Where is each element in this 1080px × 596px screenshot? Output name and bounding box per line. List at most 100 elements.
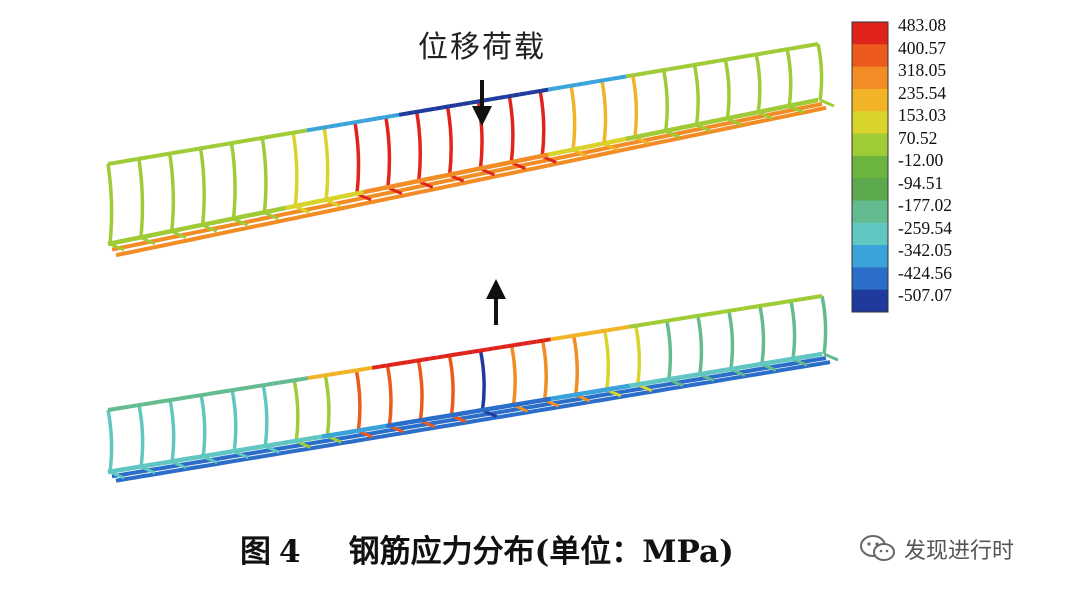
legend-value: -342.05 bbox=[898, 240, 952, 260]
stirrup bbox=[354, 370, 362, 432]
top-bar-segment bbox=[257, 382, 266, 389]
top-bar-segment bbox=[547, 86, 556, 92]
top-bar-segment bbox=[700, 312, 709, 318]
top-bar-segment bbox=[207, 390, 216, 397]
bottom-bar-segment bbox=[486, 406, 494, 412]
bottom-bar-segment bbox=[412, 178, 421, 185]
bottom-bar-segment bbox=[661, 128, 670, 134]
top-bar-segment bbox=[370, 116, 379, 122]
top-bar-segment bbox=[664, 317, 673, 324]
top-bar-segment bbox=[270, 133, 279, 139]
bottom-bar-segment bbox=[814, 351, 823, 358]
top-bar-segment bbox=[164, 151, 173, 157]
bottom-bar-segment bbox=[341, 192, 350, 199]
stirrup bbox=[631, 74, 639, 138]
bottom-bar-segment bbox=[391, 182, 400, 189]
top-bar-segment bbox=[314, 373, 323, 379]
top-bar-segment bbox=[228, 140, 237, 146]
bottom-bar-segment bbox=[314, 434, 323, 440]
top-bar-segment bbox=[441, 104, 450, 110]
bottom-bar-segment bbox=[178, 225, 187, 232]
top-bar-segment bbox=[307, 374, 316, 381]
bottom-bar-segment bbox=[514, 401, 523, 407]
top-bar-segment bbox=[800, 296, 809, 302]
top-bar-segment bbox=[200, 392, 209, 398]
legend-swatch bbox=[852, 178, 888, 201]
top-bar-segment bbox=[604, 76, 613, 82]
bottom-bar-segment bbox=[569, 146, 578, 153]
top-bar-segment bbox=[803, 43, 812, 49]
bottom-bar-segment bbox=[732, 113, 741, 120]
bottom-bar-segment bbox=[243, 446, 252, 452]
bottom-bar-segment bbox=[285, 204, 294, 211]
legend-value: -424.56 bbox=[898, 262, 952, 283]
top-bar-segment bbox=[464, 349, 473, 355]
top-bar-segment bbox=[150, 153, 159, 159]
bottom-bar-segment bbox=[114, 467, 123, 474]
bottom-rebar-cage bbox=[106, 294, 839, 483]
bottom-bar-segment bbox=[668, 126, 677, 133]
bottom-bar-segment bbox=[336, 430, 344, 437]
bottom-bar-segment bbox=[334, 194, 343, 201]
bottom-bar-segment bbox=[171, 227, 180, 234]
bottom-bar-segment bbox=[157, 460, 166, 466]
longitudinal-bar bbox=[115, 105, 827, 258]
bottom-bar-segment bbox=[150, 231, 159, 238]
bottom-bar-segment bbox=[774, 104, 783, 111]
top-bar-segment bbox=[143, 154, 151, 160]
top-bar-segment bbox=[329, 371, 337, 377]
legend-swatch bbox=[852, 88, 888, 112]
stirrup bbox=[260, 137, 268, 213]
top-bar-segment bbox=[179, 395, 187, 401]
watermark: 发现进行时 bbox=[858, 533, 1014, 565]
bottom-bar-segment bbox=[428, 415, 437, 422]
top-bar-segment bbox=[391, 112, 400, 118]
top-bar-segment bbox=[420, 108, 428, 114]
top-bar-segment bbox=[557, 335, 566, 341]
legend-value: -94.51 bbox=[898, 172, 944, 193]
bottom-bar-segment bbox=[700, 370, 709, 377]
top-bar-segment bbox=[371, 364, 380, 370]
caption-number: 4 bbox=[279, 534, 301, 570]
top-bar-segment bbox=[746, 52, 755, 58]
stirrup bbox=[291, 132, 299, 207]
bottom-bar-segment bbox=[129, 465, 137, 471]
top-bar-segment bbox=[675, 64, 684, 70]
bottom-bar-segment bbox=[257, 443, 266, 450]
top-bar-segment bbox=[436, 354, 444, 360]
bottom-bar-segment bbox=[478, 407, 487, 413]
top-bar-segment bbox=[576, 81, 585, 87]
top-bar-segment bbox=[121, 158, 130, 164]
top-bar-segment bbox=[129, 403, 137, 409]
bottom-bar-segment bbox=[647, 130, 656, 137]
bottom-bar-segment bbox=[476, 165, 485, 172]
top-bar-segment bbox=[320, 124, 329, 130]
bottom-bar-segment bbox=[625, 135, 634, 142]
top-bar-segment bbox=[760, 50, 769, 56]
top-bar-segment bbox=[249, 136, 258, 142]
top-bar-segment bbox=[299, 128, 308, 134]
bottom-bar-segment bbox=[696, 120, 705, 127]
legend-value: -12.00 bbox=[898, 150, 944, 170]
bottom-bar-segment bbox=[427, 175, 436, 182]
bottom-bar-segment bbox=[436, 414, 444, 420]
stirrup bbox=[322, 127, 330, 201]
top-bar-segment bbox=[293, 377, 302, 383]
stirrup-leg bbox=[823, 352, 839, 362]
bottom-bar-segment bbox=[186, 455, 195, 462]
bottom-bar-segment bbox=[689, 122, 698, 129]
watermark-text: 发现进行时 bbox=[904, 539, 1015, 564]
bottom-bar-segment bbox=[678, 374, 687, 380]
stirrup bbox=[199, 394, 207, 457]
longitudinal-bar bbox=[111, 356, 827, 479]
bottom-bar-segment bbox=[593, 388, 602, 394]
top-bar-segment bbox=[278, 132, 286, 138]
bottom-bar-segment bbox=[207, 452, 216, 458]
bottom-bar-segment bbox=[400, 420, 409, 426]
bottom-bar-segment bbox=[576, 145, 585, 152]
top-bar-segment bbox=[621, 324, 630, 330]
top-bar-segment bbox=[292, 129, 301, 135]
bottom-bar-segment bbox=[793, 355, 801, 361]
top-bar-segment bbox=[143, 401, 152, 407]
